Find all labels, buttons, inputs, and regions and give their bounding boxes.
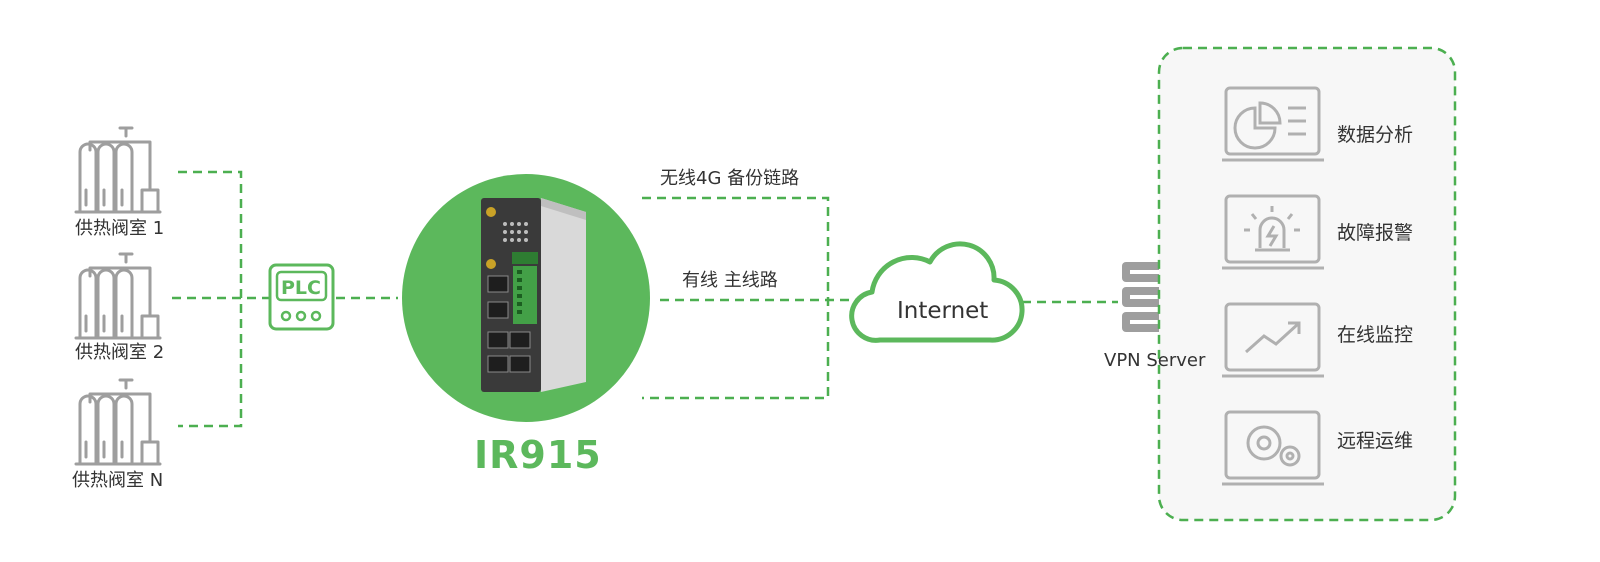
wan-link-lines bbox=[642, 196, 1118, 400]
service-remote-maintenance: 远程运维 bbox=[1337, 430, 1414, 452]
router-device bbox=[402, 174, 650, 422]
station-1-label: 供热阀室 1 bbox=[75, 218, 165, 239]
pie-chart-report-icon bbox=[1222, 86, 1324, 162]
valve-station-1-icon bbox=[74, 126, 162, 214]
trend-chart-icon bbox=[1222, 302, 1324, 378]
service-online-monitoring: 在线监控 bbox=[1337, 324, 1414, 346]
plc-icon bbox=[268, 263, 335, 331]
internet-label: Internet bbox=[897, 298, 989, 324]
internet-cloud-icon bbox=[849, 241, 1025, 343]
services-panel bbox=[1157, 46, 1457, 522]
gears-icon bbox=[1222, 410, 1324, 486]
service-fault-alarm: 故障报警 bbox=[1337, 222, 1414, 244]
alarm-siren-icon bbox=[1222, 194, 1324, 270]
station-2-label: 供热阀室 2 bbox=[75, 342, 165, 363]
plc-label: PLC bbox=[281, 277, 321, 299]
station-bus-lines bbox=[172, 170, 398, 428]
vpn-server-label: VPN Server bbox=[1104, 350, 1206, 371]
valve-station-2-icon bbox=[74, 252, 162, 340]
backup-link-label: 无线4G 备份链路 bbox=[660, 168, 800, 189]
valve-station-n-icon bbox=[74, 378, 162, 466]
router-model-label: IR915 bbox=[474, 433, 602, 477]
service-data-analysis: 数据分析 bbox=[1337, 124, 1414, 146]
primary-link-label: 有线 主线路 bbox=[682, 270, 778, 291]
station-n-label: 供热阀室 N bbox=[72, 470, 164, 491]
